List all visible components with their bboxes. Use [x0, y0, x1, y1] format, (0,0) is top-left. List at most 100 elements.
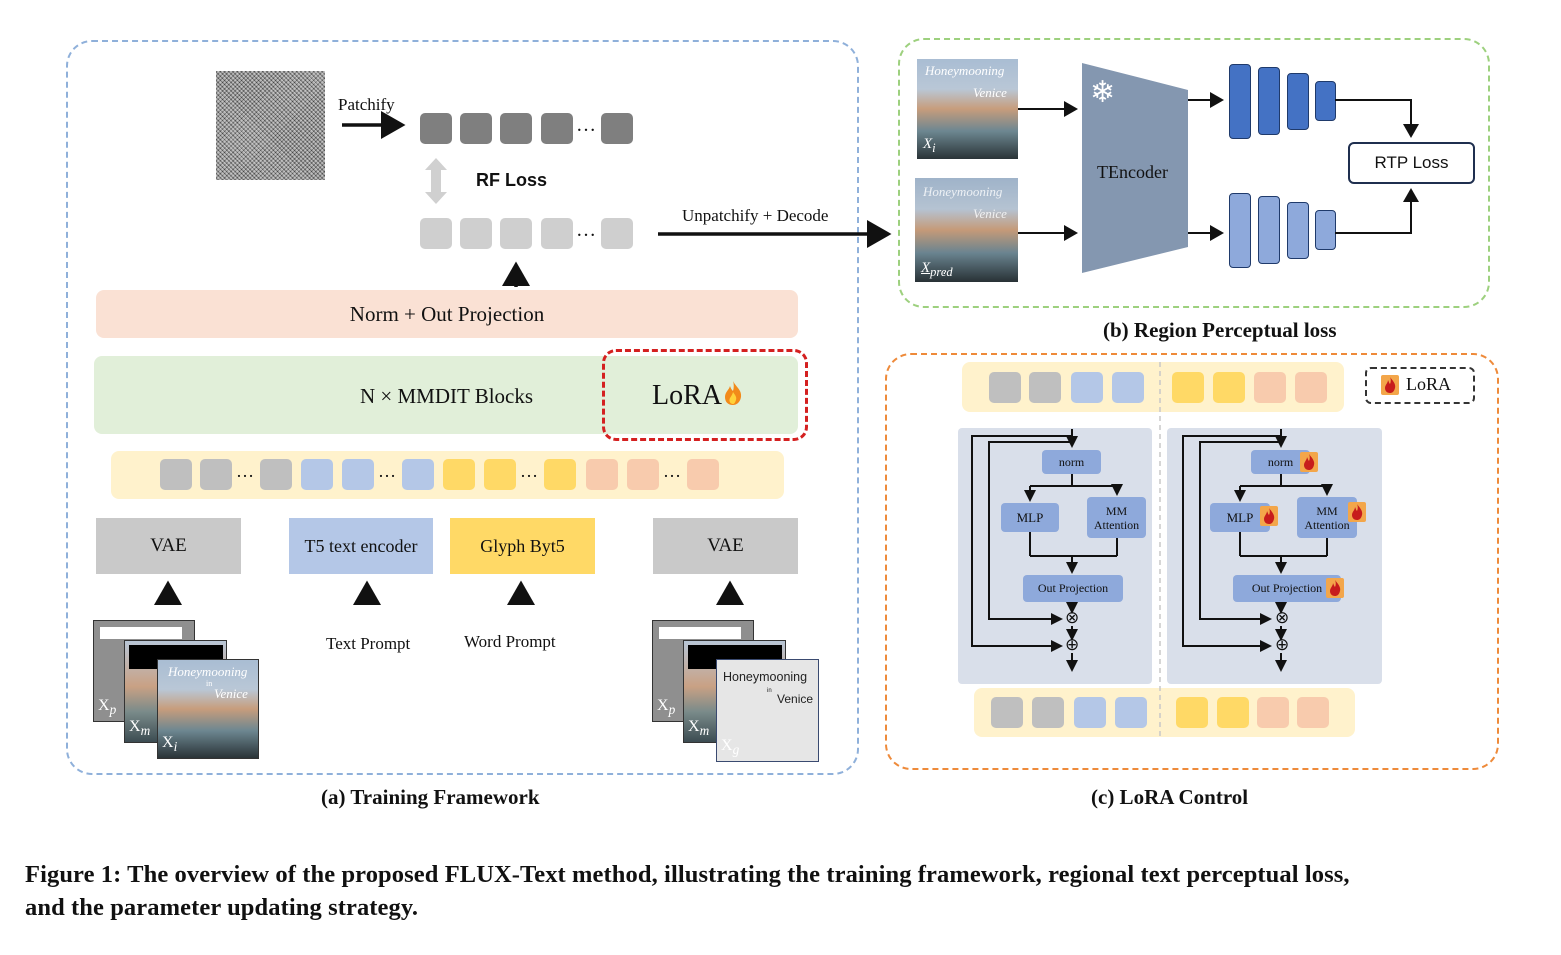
scene-text: Honeymooning [168, 664, 248, 679]
out-projection-block-lora: Out Projection [1233, 575, 1341, 602]
scene-text: Venice [214, 686, 248, 701]
ellipsis: … [576, 219, 596, 241]
lora-legend-label: LoRA [1406, 374, 1451, 394]
condition-token [1295, 372, 1327, 403]
x-m-label: Xm [688, 717, 710, 738]
feature-map [1229, 64, 1251, 139]
x-pred-image: Honeymooning Venice Xpred [915, 178, 1018, 282]
x-p-label: Xp [98, 696, 117, 717]
text-token [301, 459, 333, 490]
word-prompt-label: Word Prompt [464, 632, 556, 651]
out-projection-label: Out Projection [1037, 581, 1109, 595]
predicted-token [541, 218, 573, 249]
panel-c-caption: (c) LoRA Control [1091, 785, 1249, 809]
glyph-text: Venice [777, 692, 814, 706]
glyph-token [1172, 372, 1204, 403]
condition-token [627, 459, 659, 490]
lora-label: LoRA [652, 380, 744, 412]
lora-control-panel [885, 353, 1499, 770]
lora-badge-icon [1348, 502, 1366, 522]
glyph-token [1213, 372, 1245, 403]
lora-highlight-box [602, 349, 808, 441]
latent-token [541, 113, 573, 144]
vae-left-box: VAE [96, 518, 241, 574]
vae-right-box: VAE [653, 518, 798, 574]
image-token [991, 697, 1023, 728]
rtp-loss-label: RTP Loss [1374, 153, 1449, 172]
out-projection-label: Out Projection [1251, 581, 1323, 595]
condition-token [1257, 697, 1289, 728]
lora-text: LoRA [652, 380, 722, 411]
x-pred-caption: Xpred [921, 260, 953, 279]
mm-attention-label: MM [1105, 503, 1128, 518]
x-m-label: Xm [129, 717, 151, 738]
scene-text: in [206, 679, 213, 688]
latent-token [500, 113, 532, 144]
latent-token [601, 113, 633, 144]
feature-map [1287, 73, 1309, 130]
ellipsis: … [236, 461, 254, 481]
vae-left-label: VAE [150, 535, 187, 556]
norm-label: norm [1058, 454, 1085, 469]
image-token [1029, 372, 1061, 403]
glyph-token [1217, 697, 1249, 728]
patchify-label: Patchify [338, 95, 395, 114]
unpatchify-decode-label: Unpatchify + Decode [682, 206, 829, 225]
condition-token [1254, 372, 1286, 403]
ellipsis: … [576, 114, 596, 136]
x-g-label: Xg [721, 736, 740, 757]
figure-caption-line-1: Figure 1: The overview of the proposed F… [25, 861, 1350, 888]
glyph-token [484, 459, 516, 490]
glyph-byt5-box: Glyph Byt5 [450, 518, 595, 574]
x-i-image: Honeymooning in Venice Xi [157, 659, 259, 759]
x-p-label: Xp [657, 696, 676, 717]
lora-legend-icon [1381, 375, 1399, 395]
panel-b-caption: (b) Region Perceptual loss [1103, 318, 1337, 342]
x-i-label: Xi [162, 733, 178, 754]
feature-map [1315, 210, 1336, 250]
flame-icon [722, 380, 744, 406]
rf-loss-label: RF Loss [476, 170, 548, 190]
norm-out-projection-label: Norm + Out Projection [349, 301, 545, 326]
text-token [1115, 697, 1147, 728]
feature-map [1287, 202, 1309, 259]
lora-badge-icon [1300, 452, 1318, 472]
scene-text: Honeymooning [923, 184, 1003, 199]
ellipsis: … [378, 461, 396, 481]
x-g-glyph-image: Honeymooning in Venice Xg [716, 659, 819, 762]
image-token [160, 459, 192, 490]
glyph-text: in [767, 688, 772, 694]
rf-loss-double-arrow [425, 158, 447, 204]
predicted-token [420, 218, 452, 249]
mlp-label: MLP [1016, 509, 1044, 525]
mlp-block: MLP [1001, 503, 1059, 532]
mlp-label: MLP [1226, 509, 1254, 525]
lora-badge-icon [1326, 578, 1344, 598]
snowflake-icon: ❄ [1090, 76, 1116, 109]
condition-token [1297, 697, 1329, 728]
image-token [989, 372, 1021, 403]
x-i-input-image: Honeymooning Venice Xi [917, 59, 1018, 159]
lora-legend [1365, 367, 1475, 404]
latent-token [420, 113, 452, 144]
glyph-text: Honeymooning [723, 670, 808, 684]
t5-encoder-box: T5 text encoder [289, 518, 433, 574]
lora-badge-icon [1260, 506, 1278, 526]
figure-caption: Figure 1: The overview of the proposed F… [25, 858, 1545, 924]
mmdit-blocks-label: N × MMDIT Blocks [360, 384, 534, 408]
text-prompt-label: Text Prompt [326, 634, 411, 653]
norm-label: norm [1267, 454, 1294, 469]
mm-attention-label: MM [1316, 503, 1338, 518]
latent-token [460, 113, 492, 144]
feature-map [1258, 196, 1280, 264]
rtp-loss-box: RTP Loss [1348, 142, 1475, 184]
noise-image [216, 71, 325, 180]
glyph-token [544, 459, 576, 490]
out-projection-block: Out Projection [1023, 575, 1123, 602]
predicted-token [500, 218, 532, 249]
glyph-token [443, 459, 475, 490]
figure-caption-line-2: and the parameter updating strategy. [25, 894, 419, 921]
